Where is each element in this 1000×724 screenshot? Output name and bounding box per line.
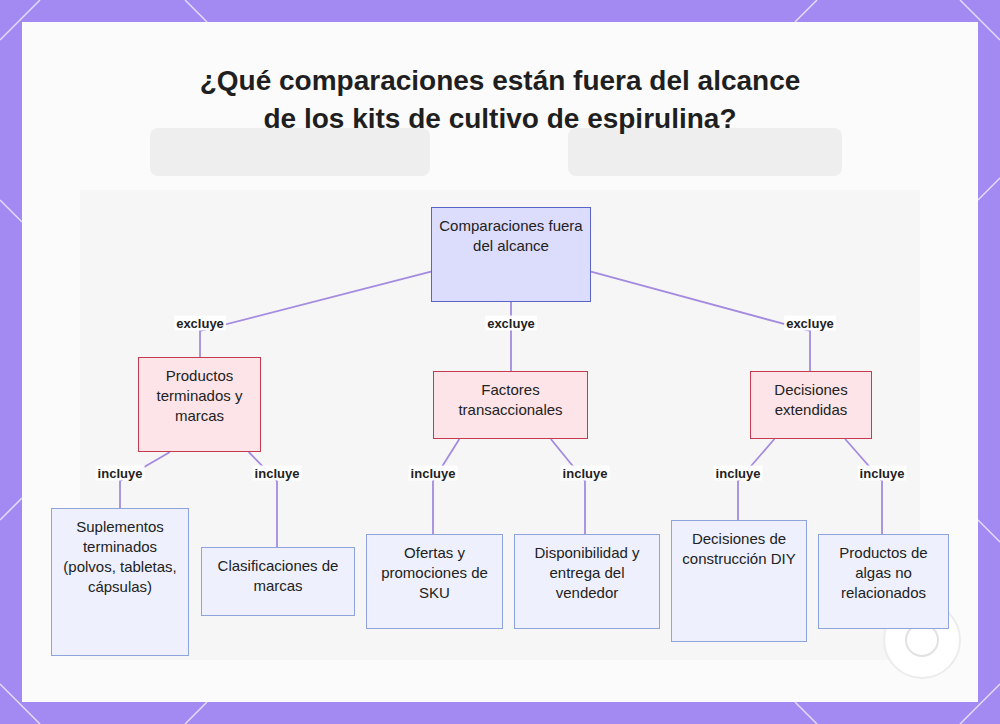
edge-label: excluye (784, 316, 836, 331)
connector-line (433, 439, 459, 534)
connector-line (200, 272, 431, 357)
blurred-backdrop (80, 128, 920, 660)
edge-label: incluye (561, 466, 610, 481)
connector-line (845, 439, 882, 534)
box-text: Factores transaccionales (440, 380, 581, 420)
concept-box: Ofertas y promociones de SKU (366, 534, 503, 629)
box-text: Disponibilidad y entrega del vendedor (521, 543, 653, 603)
box-text: Decisiones de construcción DIY (678, 529, 800, 569)
concept-box: Factores transaccionales (433, 371, 588, 439)
edge-label: incluye (714, 466, 763, 481)
box-text: Productos de algas no relacionados (825, 543, 942, 603)
concept-box: Decisiones de construcción DIY (671, 520, 807, 642)
edge-label: incluye (96, 466, 145, 481)
concept-box: Comparaciones fuera del alcance (431, 207, 591, 302)
edge-label: incluye (253, 466, 302, 481)
box-text: Suplementos terminados (polvos, tabletas… (58, 517, 182, 597)
panel (22, 22, 978, 702)
concept-box: Productos de algas no relacionados (818, 534, 949, 629)
box-text: Decisiones extendidas (757, 380, 865, 420)
diagram-title: ¿Qué comparaciones están fuera del alcan… (190, 62, 810, 138)
edge-label: incluye (409, 466, 458, 481)
concept-box: Suplementos terminados (polvos, tabletas… (51, 508, 189, 656)
concept-box: Productos terminados y marcas (138, 357, 261, 452)
box-text: Ofertas y promociones de SKU (373, 543, 496, 603)
connector-line (510, 302, 512, 371)
connector-line (551, 439, 585, 534)
concept-box: Clasificaciones de marcas (201, 547, 355, 616)
concept-box: Decisiones extendidas (750, 371, 872, 439)
box-text: Productos terminados y marcas (145, 366, 254, 426)
edge-label: excluye (174, 316, 226, 331)
edge-label: incluye (858, 466, 907, 481)
edge-label: excluye (485, 316, 537, 331)
box-text: Comparaciones fuera del alcance (438, 216, 584, 256)
box-text: Clasificaciones de marcas (208, 556, 348, 596)
concept-box: Disponibilidad y entrega del vendedor (514, 534, 660, 629)
connector-line (591, 272, 810, 371)
